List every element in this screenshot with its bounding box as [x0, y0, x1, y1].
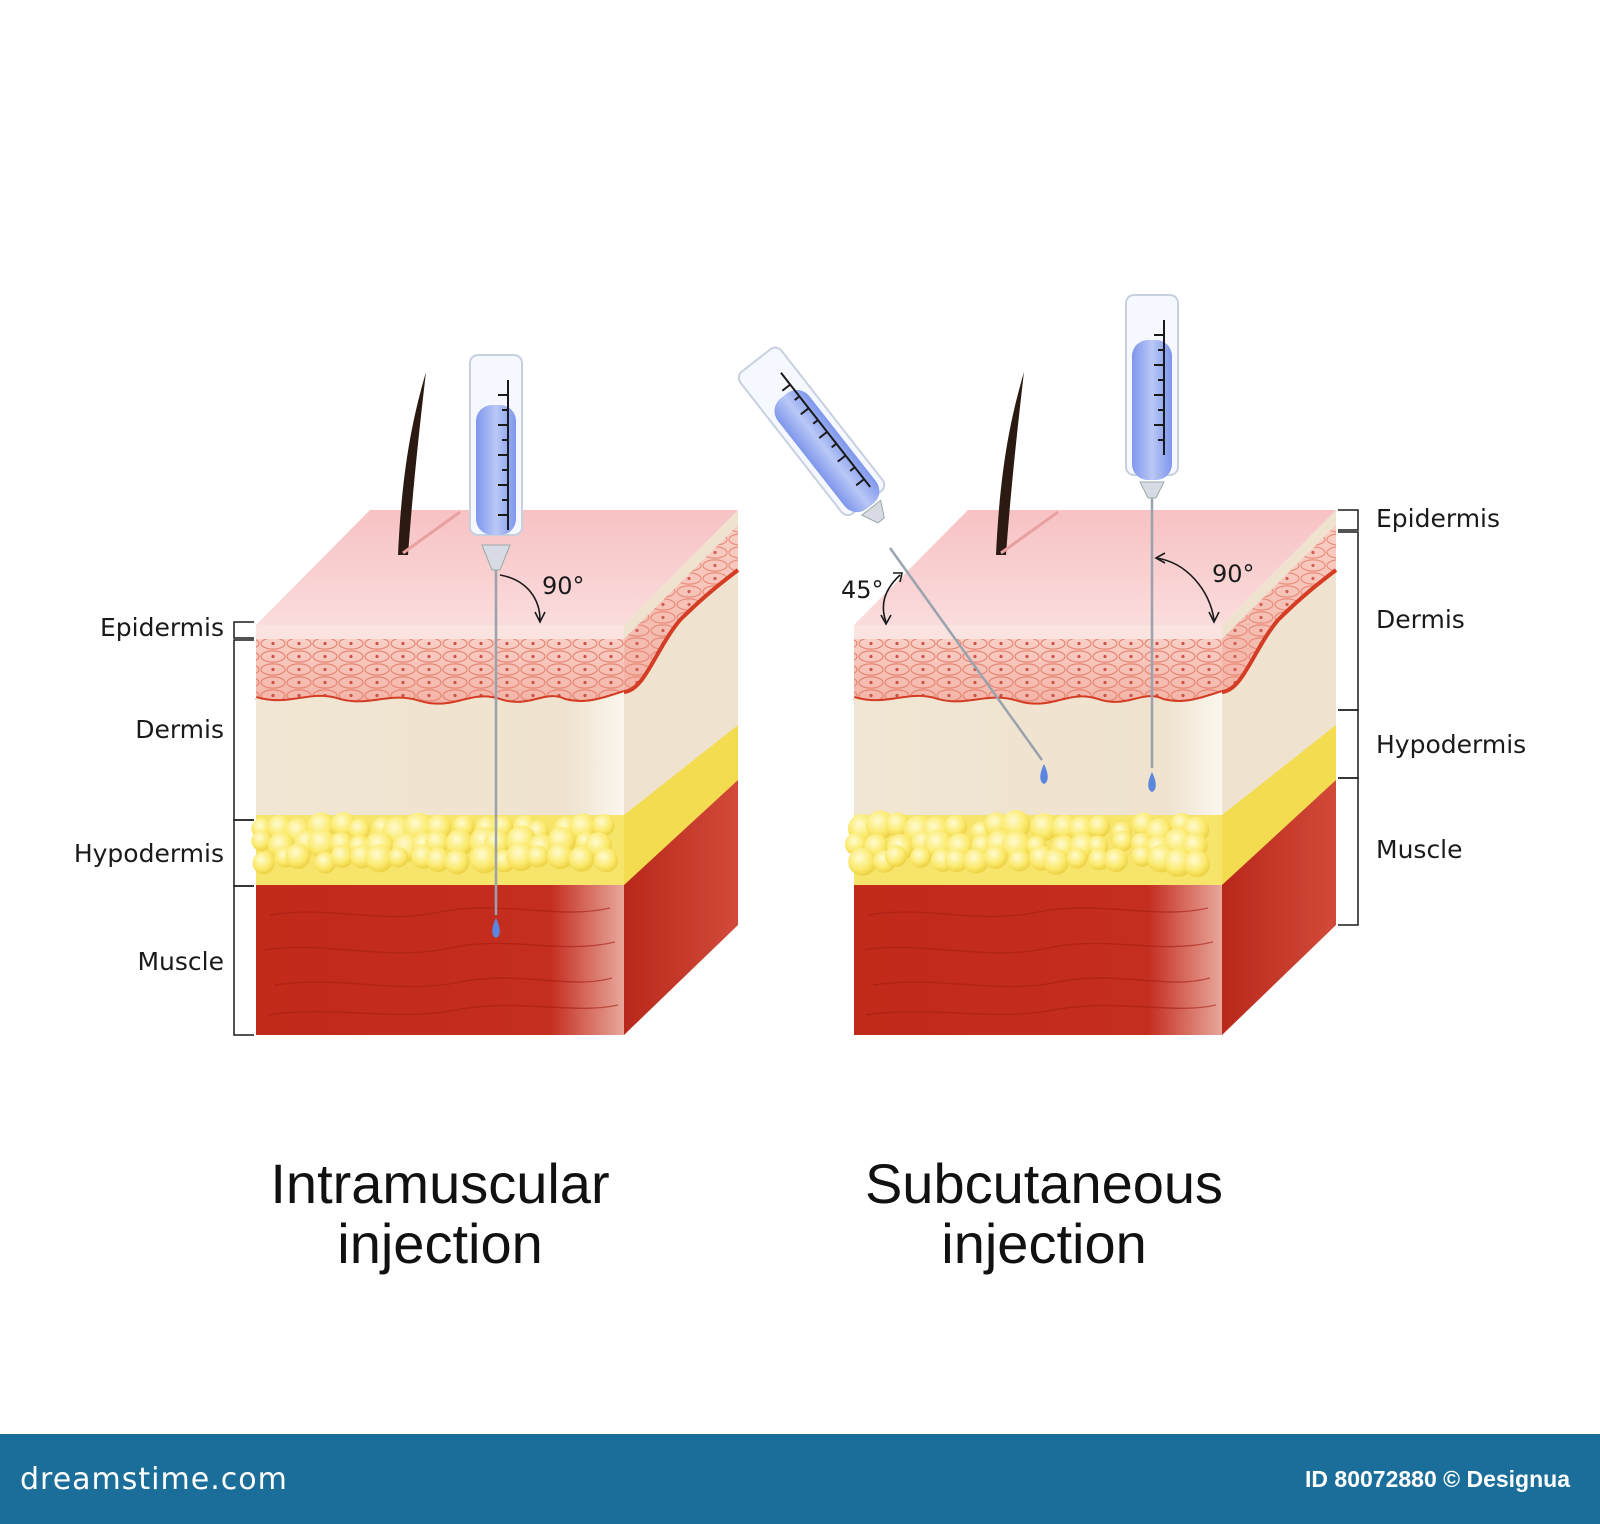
left-front-dermis — [256, 692, 624, 825]
fat-globule — [1183, 850, 1211, 878]
fat-globule — [884, 845, 907, 868]
right-oblique-syringe — [737, 346, 886, 524]
fat-globule — [330, 845, 354, 868]
right-label-muscle: Muscle — [1376, 835, 1463, 864]
left-panel-title: Intramuscular injection — [270, 1152, 610, 1275]
fat-globule — [944, 815, 968, 839]
fat-globule — [1001, 810, 1031, 840]
fat-globule — [251, 830, 272, 851]
left-layer-brackets — [233, 621, 254, 1036]
right-panel-title: Subcutaneous injection — [864, 1152, 1224, 1275]
fat-globule — [444, 849, 470, 875]
fat-globule — [568, 846, 595, 872]
left-label-hypodermis: Hypodermis — [74, 839, 224, 868]
fat-globule — [963, 848, 989, 874]
right-label-hypodermis: Hypodermis — [1376, 730, 1526, 759]
fat-globule — [547, 843, 574, 870]
left-angle-label: 90° — [542, 572, 585, 600]
fat-globule — [885, 812, 910, 837]
right-oblique-angle-arc — [882, 574, 901, 623]
fat-globule — [944, 848, 969, 873]
fat-globule — [365, 844, 394, 873]
right-fat-cells — [844, 810, 1211, 878]
left-front-muscle — [256, 885, 624, 1035]
fat-globule — [1112, 830, 1133, 852]
fat-globule — [526, 845, 549, 868]
right-front-muscle — [854, 885, 1222, 1035]
fat-globule — [506, 842, 535, 872]
fat-globule — [426, 847, 451, 872]
fat-globule — [1088, 848, 1110, 871]
footer-image-id: ID 80072880 © Designua — [1305, 1466, 1570, 1492]
left-side-muscle — [624, 775, 738, 1035]
left-hair — [398, 372, 426, 555]
fat-globule — [910, 847, 931, 868]
right-vertical-angle-arc — [1155, 557, 1215, 621]
fat-globule — [1087, 815, 1110, 838]
fat-globule — [348, 818, 371, 841]
right-layer-brackets — [1338, 509, 1359, 926]
fat-globule — [307, 829, 337, 858]
right-label-epidermis: Epidermis — [1376, 504, 1500, 533]
right-angle-label-45: 45° — [841, 576, 884, 604]
fat-globule — [983, 845, 1008, 869]
fat-globule — [1066, 848, 1088, 869]
right-side-fat — [1222, 725, 1336, 885]
left-label-dermis: Dermis — [135, 715, 224, 744]
right-label-dermis: Dermis — [1376, 605, 1465, 634]
fat-globule — [388, 847, 409, 868]
right-block-top — [854, 510, 1336, 625]
oblique-needle — [888, 547, 1044, 761]
right-skin-block — [844, 372, 1338, 1035]
left-side-fat — [624, 725, 738, 885]
left-fat-cells — [251, 812, 619, 875]
left-skin-block — [251, 372, 740, 1035]
fat-globule — [1104, 848, 1128, 873]
fat-globule — [592, 813, 615, 837]
right-angle-label-90: 90° — [1212, 560, 1255, 588]
left-front-epidermis-strip — [256, 625, 624, 639]
right-front-dermis — [854, 692, 1222, 825]
right-side-muscle — [1222, 775, 1336, 1035]
fat-globule — [593, 848, 619, 873]
fat-globule — [848, 847, 877, 876]
fat-globule — [1029, 813, 1058, 842]
fat-globule — [1131, 845, 1153, 867]
fat-globule — [252, 851, 275, 875]
footer-site-logo[interactable]: dreamstime.com — [20, 1462, 288, 1497]
fat-globule — [285, 843, 311, 869]
left-label-muscle: Muscle — [137, 947, 224, 976]
fat-globule — [469, 844, 500, 874]
left-label-epidermis: Epidermis — [100, 613, 224, 642]
fat-globule — [1008, 849, 1031, 872]
fat-globule — [445, 829, 473, 857]
footer-bar: dreamstime.com ID 80072880 © Designua — [0, 1434, 1600, 1524]
right-vertical-syringe — [1125, 294, 1179, 792]
left-syringe — [469, 354, 523, 938]
fat-globule — [1042, 848, 1070, 875]
right-hair — [996, 372, 1024, 555]
left-angle-arc — [499, 574, 541, 621]
